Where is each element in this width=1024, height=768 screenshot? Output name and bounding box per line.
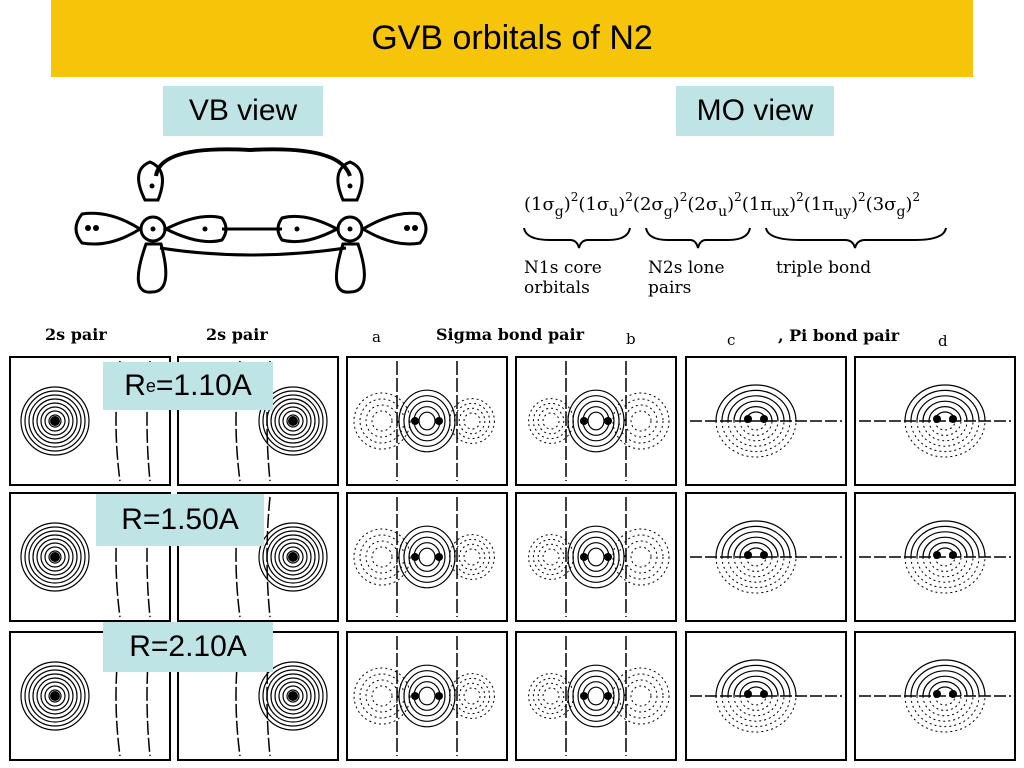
row-label-2-10: R=2.10A	[103, 622, 273, 672]
group-lone-line2: pairs	[648, 278, 691, 298]
vb-view-text: VB view	[188, 94, 298, 127]
header-pi-pair: , Pi bond pair	[778, 326, 900, 345]
brace-lone	[645, 227, 751, 249]
header-c: c	[727, 331, 735, 349]
vb-view-label: VB view	[163, 86, 323, 136]
group-triple-line1: triple bond	[776, 258, 871, 278]
mo-view-text: MO view	[696, 94, 814, 127]
lobe-top-right	[336, 160, 364, 202]
row-label-1-50-text: R=1.50A	[121, 503, 239, 536]
header-sigma-pair: Sigma bond pair	[436, 325, 585, 344]
group-core-line2: orbitals	[524, 278, 590, 298]
header-d: d	[938, 332, 948, 350]
header-2s-pair-1: 2s pair	[45, 325, 107, 344]
group-lone-line1: N2s lone	[648, 258, 725, 278]
lobe-top-left	[137, 160, 164, 202]
page-title: GVB orbitals of N2	[371, 19, 653, 57]
contour-panel-r2-c4	[515, 492, 677, 622]
lobe-left-left	[74, 211, 143, 246]
contour-panel-r3-c3	[346, 631, 508, 761]
svg-text:(1σg)2(1σu)2(2σg)2(2σu)2(1πux): (1σg)2(1σu)2(2σg)2(2σu)2(1πux)2(1πuy)2(3…	[524, 190, 920, 220]
header-2s-pair-2: 2s pair	[206, 325, 268, 344]
contour-panel-r3-c6	[854, 631, 1016, 761]
contour-panel-r3-c1	[9, 631, 171, 761]
header-a: a	[372, 328, 381, 346]
contour-panel-r2-c6	[854, 492, 1016, 622]
contour-panel-r1-c4	[515, 356, 677, 486]
title-bar: GVB orbitals of N2	[51, 0, 973, 77]
lobe-right-right	[360, 211, 428, 246]
contour-panel-r3-c5	[685, 631, 847, 761]
mo-view-label: MO view	[676, 86, 834, 136]
lobe-bottom-left	[136, 242, 168, 294]
contour-panel-r1-c3	[346, 356, 508, 486]
group-core-line1: N1s core	[524, 258, 602, 278]
header-b: b	[626, 330, 636, 348]
lobe-bottom-right	[334, 242, 366, 294]
row-label-re-main: R	[124, 369, 146, 402]
brace-triple	[765, 227, 947, 249]
row-label-re-sub: e	[145, 375, 156, 396]
contour-panel-r3-c4	[515, 631, 677, 761]
row-label-2-10-text: R=2.10A	[129, 630, 247, 663]
contour-panel-r1-c5	[685, 356, 847, 486]
row-label-1-50: R=1.50A	[96, 494, 264, 546]
brace-core	[523, 227, 631, 249]
row-label-re-rest: =1.10A	[155, 369, 252, 402]
contour-panel-r2-c3	[346, 492, 508, 622]
contour-panel-r1-c6	[854, 356, 1016, 486]
contour-panel-r2-c5	[685, 492, 847, 622]
